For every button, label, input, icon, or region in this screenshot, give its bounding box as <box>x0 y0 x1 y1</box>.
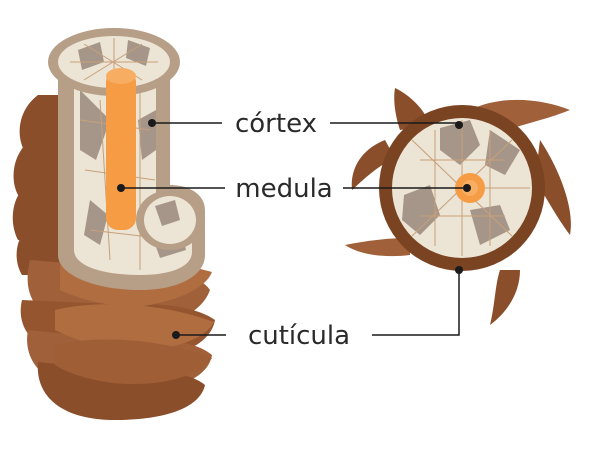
hair-cross-section <box>345 88 571 325</box>
hair-shaft <box>12 28 216 420</box>
cortex-label: córtex <box>235 109 317 139</box>
leader-lines <box>121 122 467 336</box>
shaft-step-section <box>136 190 204 250</box>
medulla-core <box>106 68 136 230</box>
shaft-top-section <box>48 28 180 96</box>
medula-label: medula <box>235 174 332 204</box>
cuticula-label: cutícula <box>248 321 350 351</box>
